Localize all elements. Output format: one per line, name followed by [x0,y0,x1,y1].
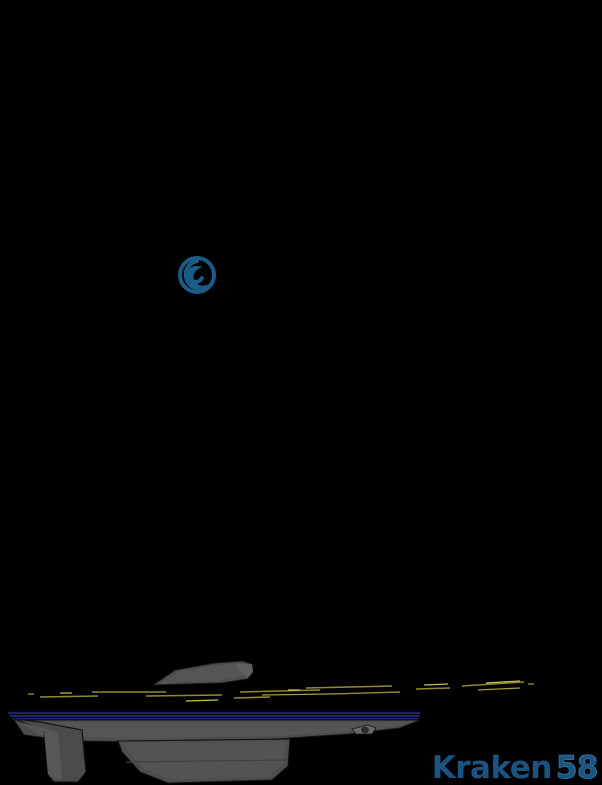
wordmark-number: 58 [555,750,599,785]
stern-rudder [13,718,87,783]
deck-markings [28,680,534,702]
conning-tower [151,660,254,686]
hull [12,719,421,743]
deck-line [8,711,420,720]
wordmark-name: Kraken [431,750,553,785]
lower-keel [117,738,291,784]
bow-sensor-port [351,724,377,735]
